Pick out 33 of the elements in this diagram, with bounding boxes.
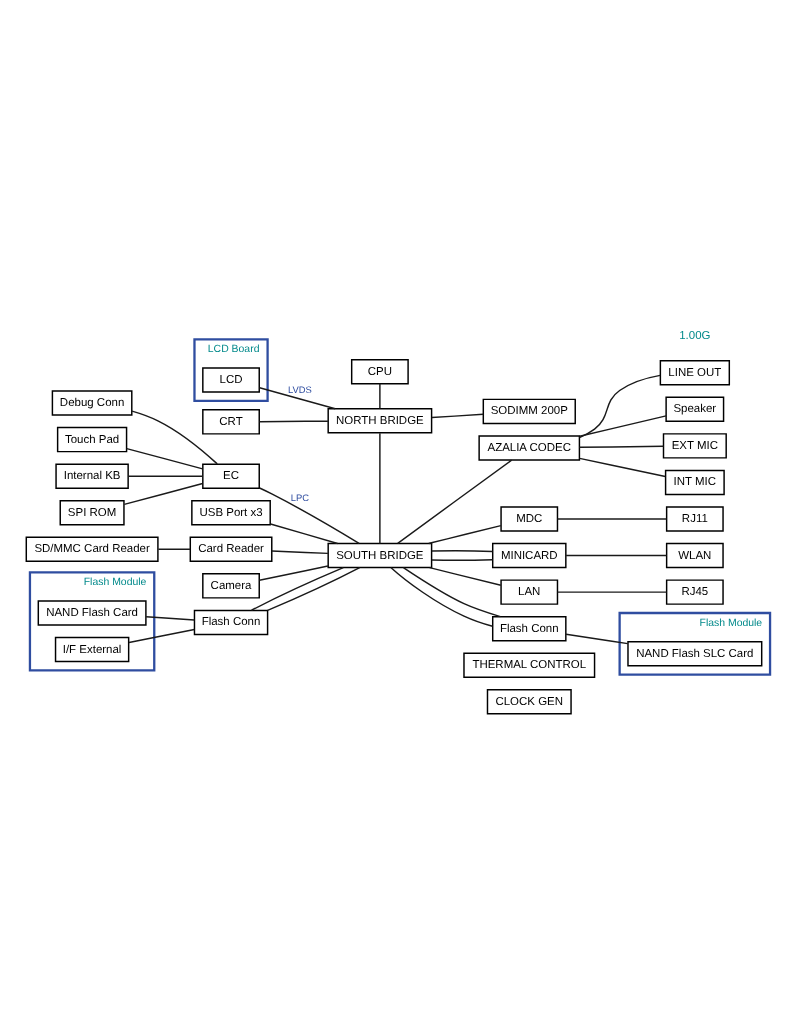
connector bbox=[428, 565, 502, 586]
connector bbox=[128, 627, 196, 643]
connector bbox=[258, 385, 336, 409]
connector bbox=[271, 549, 329, 554]
connector bbox=[266, 565, 361, 611]
connector bbox=[565, 632, 629, 644]
connector bbox=[431, 412, 484, 418]
connector bbox=[123, 481, 204, 505]
connector bbox=[250, 565, 345, 610]
connector bbox=[379, 431, 381, 544]
connector bbox=[556, 517, 668, 519]
connector bbox=[269, 522, 339, 544]
connector bbox=[127, 474, 204, 476]
connector bbox=[578, 456, 667, 477]
connector bbox=[428, 523, 502, 544]
connector bbox=[556, 590, 668, 592]
connector bbox=[126, 446, 204, 469]
connector bbox=[578, 373, 661, 438]
connector bbox=[431, 557, 494, 560]
connector bbox=[131, 409, 218, 464]
connector bbox=[258, 486, 360, 544]
connector bbox=[431, 549, 494, 552]
connector bbox=[565, 553, 668, 556]
connector bbox=[579, 414, 667, 437]
connector bbox=[258, 564, 329, 580]
connector bbox=[145, 614, 196, 620]
connector bbox=[157, 547, 191, 549]
connector bbox=[390, 566, 494, 627]
connector bbox=[578, 444, 665, 448]
connector bbox=[379, 382, 381, 409]
connector bbox=[402, 565, 502, 617]
connector bbox=[258, 419, 329, 422]
connector bbox=[396, 458, 513, 544]
